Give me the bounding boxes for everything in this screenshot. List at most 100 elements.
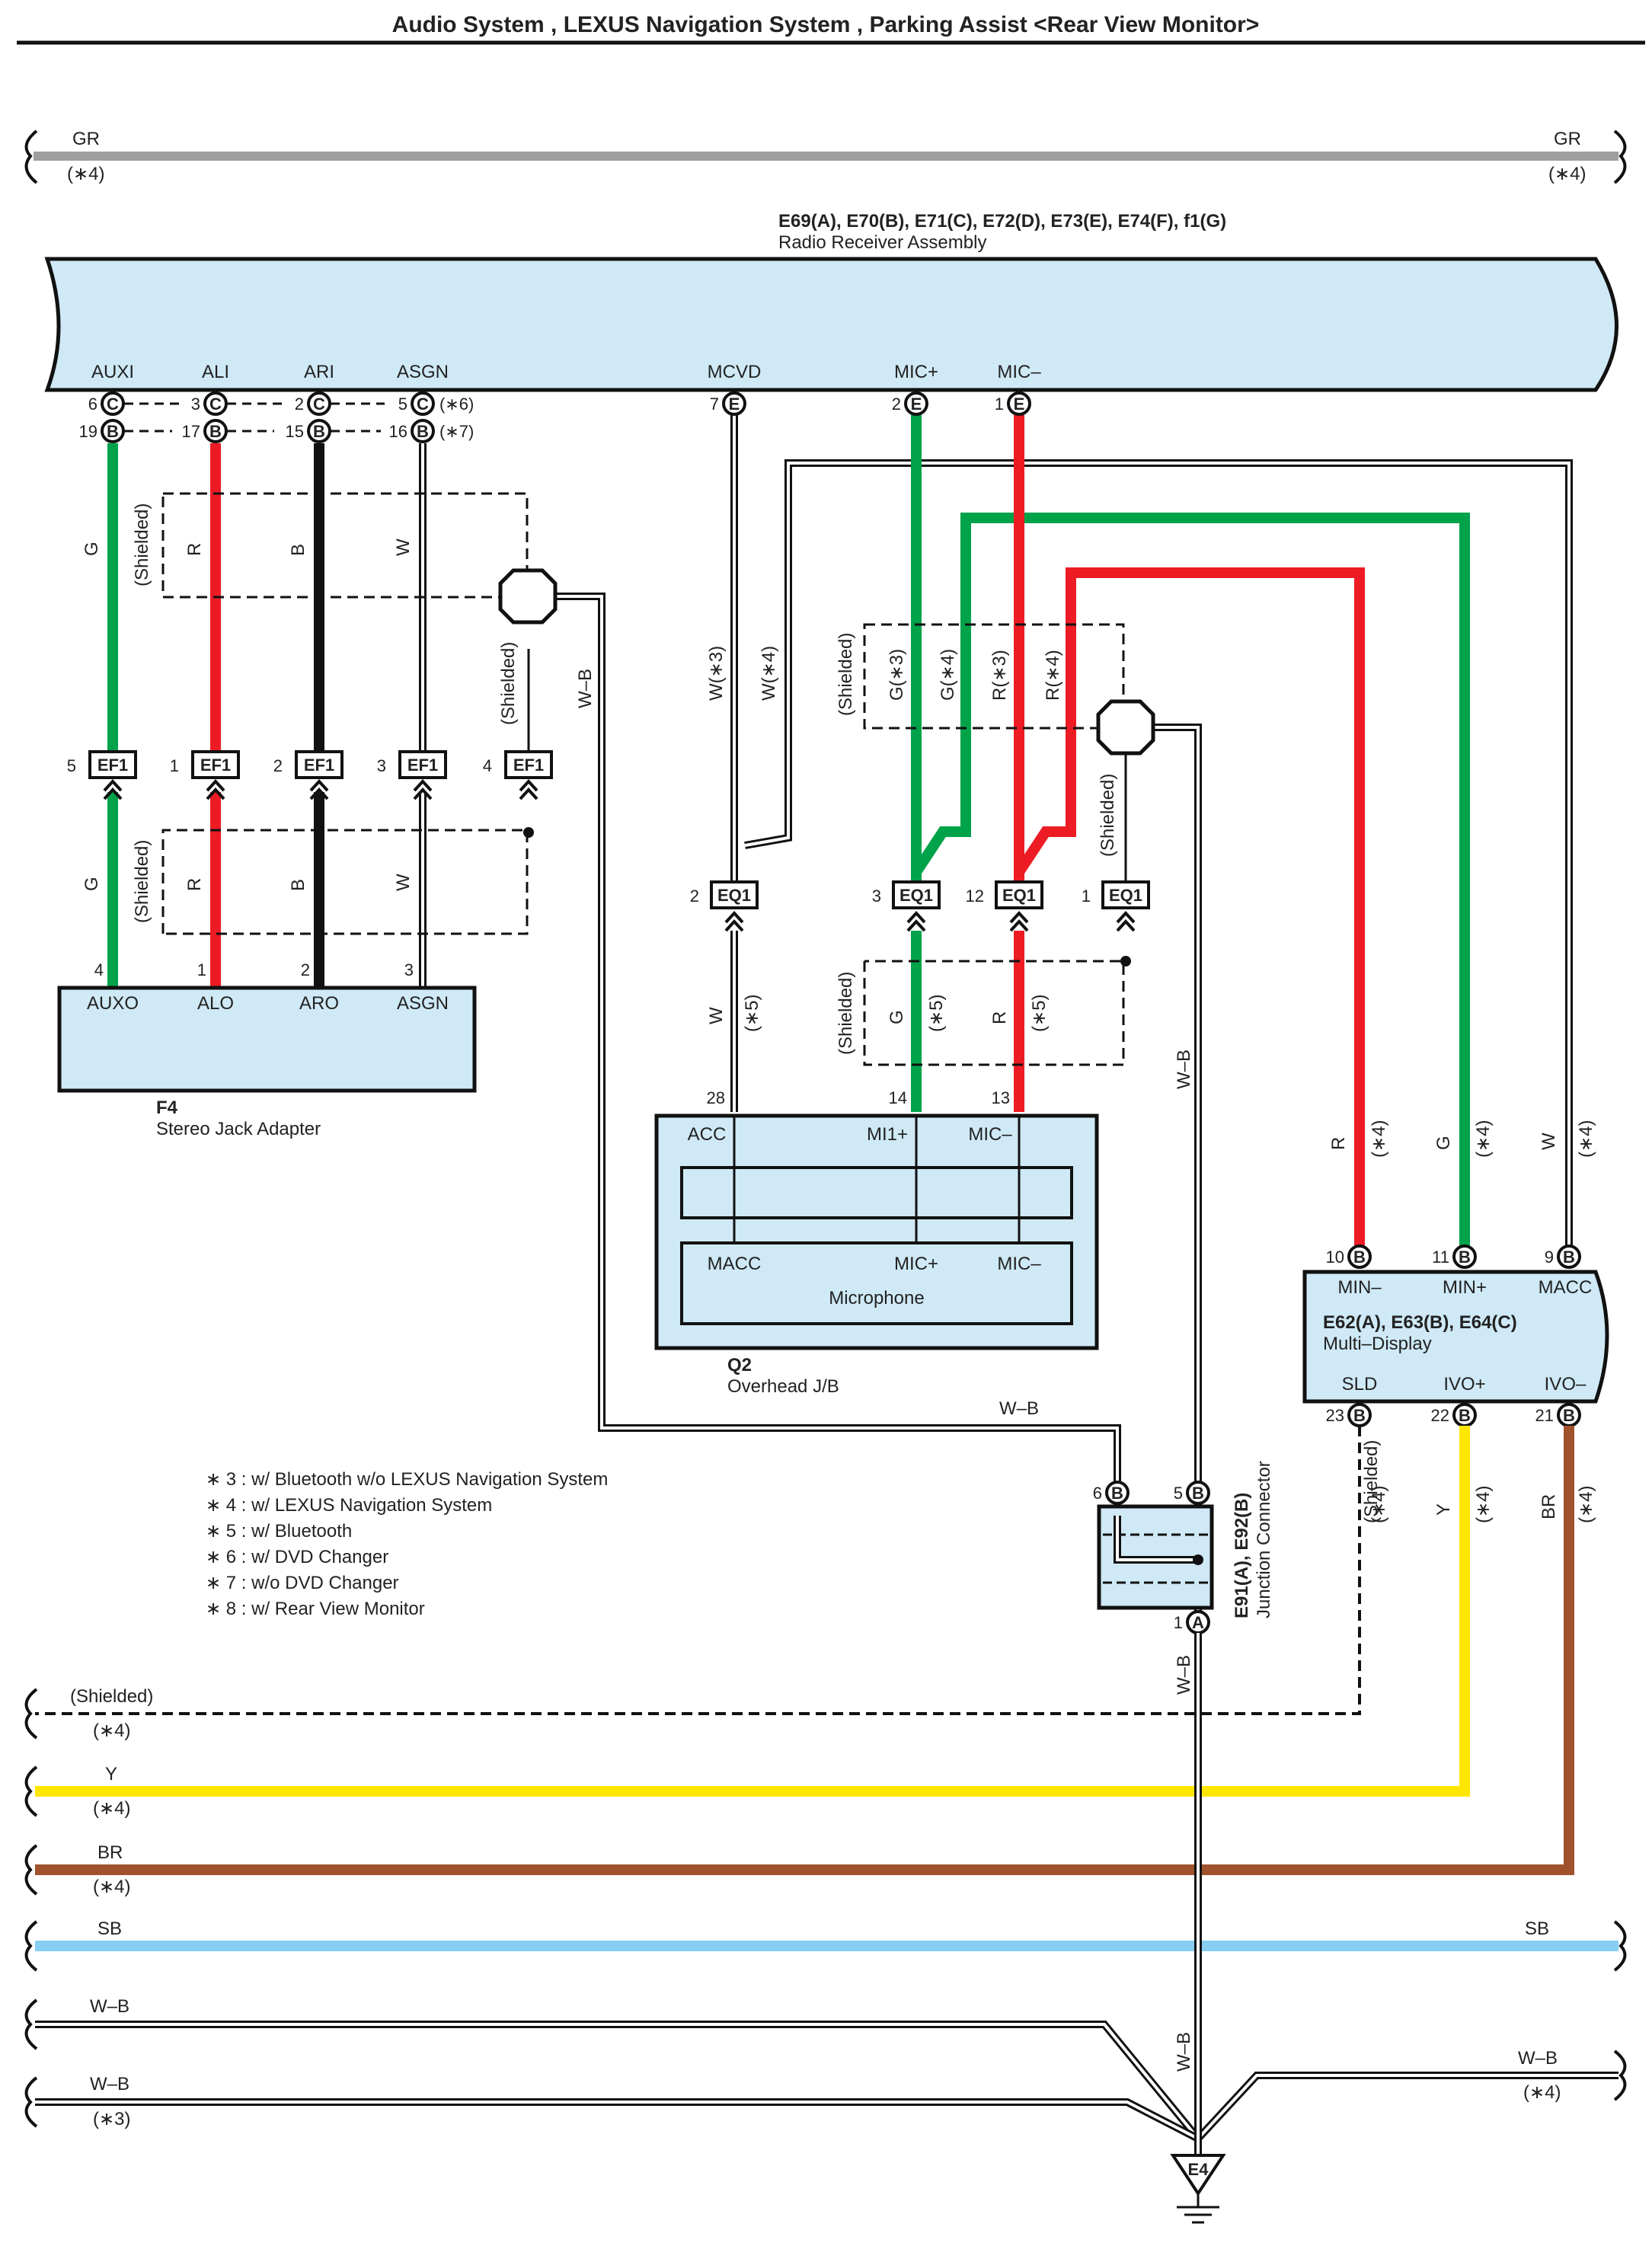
svg-text:(∗4): (∗4) [1576, 1486, 1596, 1523]
svg-text:W–B: W–B [1518, 2048, 1558, 2069]
wire-labels-right: R (∗4) G (∗4) W (∗4) [1328, 1120, 1596, 1158]
wire-break-marks [24, 1688, 1627, 2128]
svg-text:MACC: MACC [708, 1254, 762, 1274]
svg-text:G: G [81, 542, 102, 556]
svg-text:(∗4): (∗4) [93, 1877, 130, 1897]
svg-text:A: A [1192, 1613, 1204, 1632]
svg-text:EF1: EF1 [304, 756, 334, 775]
svg-text:MIN–: MIN– [1337, 1277, 1382, 1298]
svg-text:MIC+: MIC+ [894, 362, 938, 382]
svg-text:B: B [1563, 1406, 1575, 1425]
svg-text:B: B [1459, 1248, 1471, 1267]
svg-text:ACC: ACC [688, 1124, 727, 1145]
svg-text:R: R [989, 1011, 1010, 1024]
svg-text:C: C [209, 395, 222, 414]
svg-text:W–B: W–B [90, 2074, 129, 2094]
svg-text:(Shielded): (Shielded) [836, 633, 856, 716]
svg-text:ASGN: ASGN [397, 362, 449, 382]
shield-left [161, 492, 529, 935]
shield-ground-symbol-right [1096, 699, 1155, 756]
svg-text:(∗5): (∗5) [1029, 995, 1050, 1032]
svg-text:W: W [706, 1007, 727, 1024]
svg-text:MI1+: MI1+ [867, 1124, 908, 1145]
wb-label-junction: W–B [999, 1398, 1039, 1419]
svg-text:W: W [393, 874, 414, 891]
svg-text:5: 5 [1174, 1484, 1183, 1503]
svg-text:R: R [184, 878, 205, 891]
svg-text:4: 4 [483, 756, 492, 775]
svg-text:B: B [288, 544, 308, 556]
svg-text:2: 2 [301, 960, 310, 979]
svg-text:1: 1 [170, 756, 179, 775]
svg-text:G: G [1433, 1136, 1454, 1150]
svg-text:Stereo Jack Adapter: Stereo Jack Adapter [156, 1119, 321, 1139]
svg-text:(∗4): (∗4) [93, 1720, 130, 1741]
svg-text:MCVD: MCVD [708, 362, 762, 382]
svg-text:G(∗3): G(∗3) [887, 649, 907, 701]
svg-text:EQ1: EQ1 [1109, 886, 1142, 905]
svg-text:(∗3): (∗3) [93, 2109, 130, 2129]
svg-text:3: 3 [377, 756, 386, 775]
svg-text:C: C [107, 395, 119, 414]
svg-text:EQ1: EQ1 [1002, 886, 1036, 905]
svg-text:12: 12 [966, 887, 984, 906]
svg-text:3: 3 [404, 960, 414, 979]
svg-text:W: W [393, 538, 414, 556]
svg-text:B: B [107, 422, 119, 441]
svg-text:EQ1: EQ1 [899, 886, 933, 905]
svg-text:4: 4 [94, 960, 104, 979]
svg-text:(Shielded): (Shielded) [1098, 774, 1118, 857]
svg-text:(Shielded): (Shielded) [70, 1686, 153, 1707]
svg-text:B: B [417, 422, 429, 441]
svg-text:(Shielded): (Shielded) [132, 840, 152, 923]
svg-text:(∗4): (∗4) [1473, 1486, 1494, 1523]
svg-text:EF1: EF1 [200, 756, 231, 775]
svg-text:22: 22 [1431, 1406, 1449, 1425]
junction-connector: B B A 6 5 1 E91(A), E92(B) Junction Conn… [1093, 1461, 1274, 1634]
ef1-connectors: EF1 EF1 EF1 EF1 EF1 5 1 2 3 4 [67, 750, 553, 800]
svg-text:SB: SB [97, 1919, 122, 1939]
svg-text:∗ 7 : w/o DVD Changer: ∗ 7 : w/o DVD Changer [206, 1573, 399, 1593]
svg-text:MIC–: MIC– [997, 1254, 1041, 1274]
radio-terminals: AUXI ALI ARI ASGN MCVD MIC+ MIC– [91, 362, 1041, 382]
svg-text:R: R [184, 543, 205, 556]
svg-text:(∗4): (∗4) [1576, 1120, 1596, 1158]
svg-text:IVO–: IVO– [1545, 1374, 1586, 1395]
audio-wires [107, 443, 1121, 1504]
svg-text:Microphone: Microphone [829, 1288, 924, 1308]
svg-text:W–B: W–B [1174, 1655, 1194, 1695]
svg-text:MIN+: MIN+ [1443, 1277, 1487, 1298]
svg-text:W–B: W–B [1174, 1050, 1194, 1089]
svg-text:B: B [1192, 1484, 1204, 1503]
svg-text:1: 1 [197, 960, 206, 979]
gr-note-right: (∗4) [1548, 164, 1586, 184]
svg-text:(Shielded): (Shielded) [1361, 1440, 1382, 1523]
svg-text:E91(A), E92(B): E91(A), E92(B) [1232, 1493, 1252, 1618]
svg-text:(∗6): (∗6) [439, 395, 474, 414]
svg-text:23: 23 [1326, 1406, 1344, 1425]
notes: ∗ 3 : w/ Bluetooth w/o LEXUS Navigation … [206, 1469, 608, 1619]
svg-text:19: 19 [79, 422, 97, 441]
svg-text:W–B: W–B [1174, 2032, 1194, 2072]
gr-label-right: GR [1554, 129, 1581, 149]
bottom-wires [35, 1426, 1618, 2155]
radio-pins: C C C C B B B B E E E 6 3 2 5 19 17 15 1… [79, 391, 1031, 443]
page-title: Audio System , LEXUS Navigation System ,… [392, 12, 1260, 37]
svg-text:∗ 6 : w/ DVD Changer: ∗ 6 : w/ DVD Changer [206, 1547, 388, 1567]
svg-text:EF1: EF1 [97, 756, 128, 775]
svg-text:2: 2 [690, 887, 699, 906]
svg-text:(∗5): (∗5) [742, 995, 762, 1032]
svg-text:B: B [1563, 1248, 1575, 1267]
svg-text:2: 2 [273, 756, 283, 775]
svg-text:7: 7 [710, 395, 719, 414]
svg-text:EF1: EF1 [407, 756, 438, 775]
svg-text:EQ1: EQ1 [717, 886, 751, 905]
svg-text:G: G [81, 877, 102, 891]
svg-text:28: 28 [707, 1088, 725, 1107]
svg-text:(∗7): (∗7) [439, 422, 474, 441]
svg-text:6: 6 [88, 395, 97, 414]
svg-text:SB: SB [1525, 1919, 1549, 1939]
svg-text:2: 2 [295, 395, 304, 414]
mic-wires [730, 415, 1573, 2113]
svg-text:IVO+: IVO+ [1443, 1374, 1485, 1395]
